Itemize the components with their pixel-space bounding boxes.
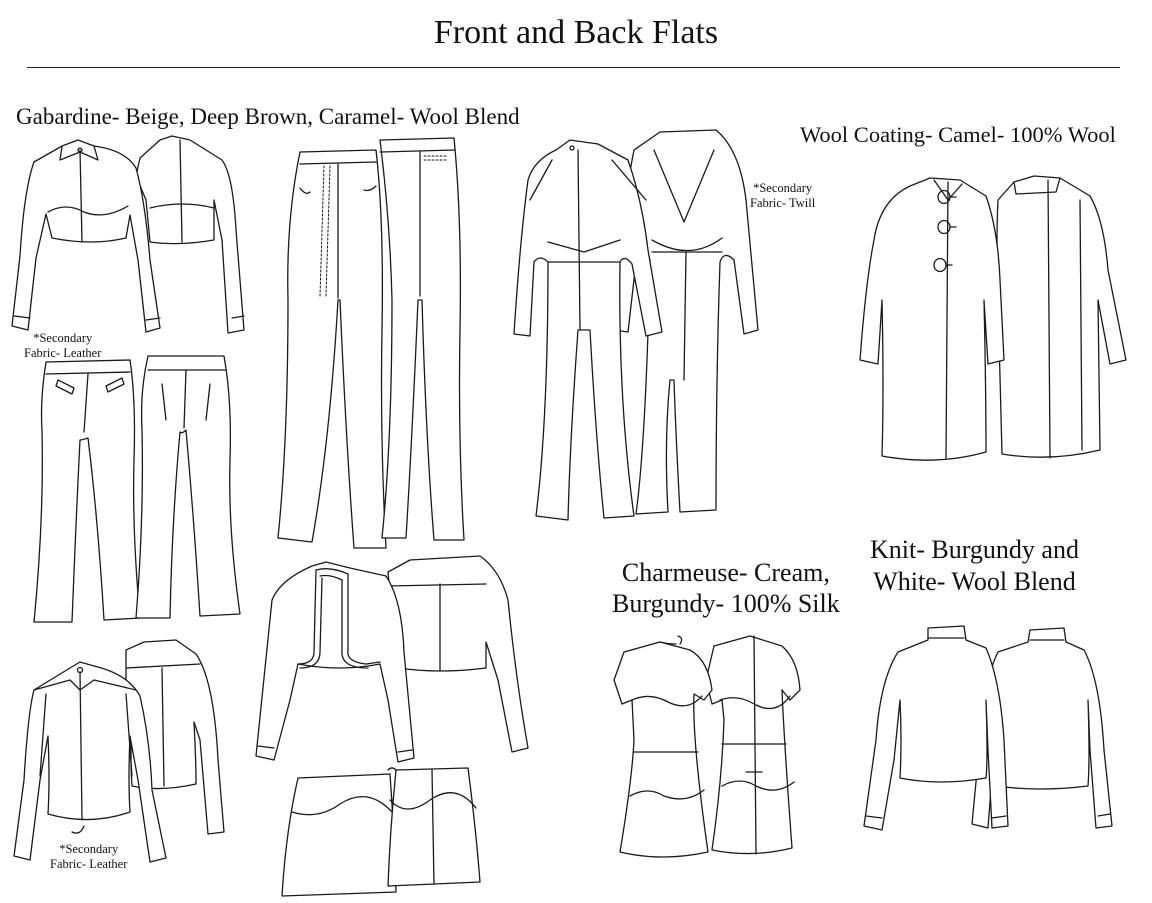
flat-coat-front [859, 177, 1005, 461]
title-divider [27, 67, 1120, 68]
fabric-label-line: Knit- Burgundy and [870, 535, 1079, 564]
note-line: *Secondary [59, 842, 119, 856]
flat-flare-pants-front [33, 359, 141, 623]
note-line: *Secondary [33, 331, 93, 345]
flat-coat-back [996, 175, 1127, 459]
note-line: *Secondary [753, 181, 813, 195]
flat-bolero-front [255, 561, 415, 763]
note-line: Fabric- Leather [24, 346, 102, 360]
page-title: Front and Back Flats [433, 14, 719, 51]
flat-mini-skirt-front [281, 767, 397, 897]
flat-wide-pants-back [379, 137, 465, 541]
fabric-label-wool-coating: Wool Coating- Camel- 100% Wool [800, 122, 1116, 147]
flat-dress-front [613, 635, 713, 858]
flat-mini-skirt-back [387, 767, 481, 887]
fabric-label-gabardine: Gabardine- Beige, Deep Brown, Caramel- W… [16, 104, 520, 129]
flat-jumpsuit-front [513, 139, 663, 521]
flat-wide-pants-front [277, 149, 387, 549]
note-line: Fabric- Leather [50, 857, 128, 871]
note-line: Fabric- Twill [750, 196, 816, 210]
fabric-label-line: Charmeuse- Cream, [621, 558, 830, 587]
note-secondary-leather-pants: *Secondary Fabric- Leather [24, 331, 101, 361]
flat-knit-front [863, 625, 1009, 831]
flat-cropped-jacket-back [135, 135, 245, 334]
fabric-label-charmeuse: Charmeuse- Cream, Burgundy- 100% Silk [612, 557, 840, 619]
flat-dress-back [705, 635, 801, 855]
fabric-label-line: White- Wool Blend [873, 567, 1076, 596]
flat-cropped-jacket-front [11, 139, 161, 333]
note-secondary-leather-jacket: *Secondary Fabric- Leather [50, 842, 127, 872]
flat-flare-pants-back [135, 355, 241, 619]
flat-bolero-back [387, 555, 529, 753]
fabric-label-knit: Knit- Burgundy and White- Wool Blend [870, 534, 1079, 598]
fabric-label-line: Burgundy- 100% Silk [612, 589, 840, 618]
flat-fitted-jacket-front [13, 661, 167, 863]
note-secondary-twill: *Secondary Fabric- Twill [750, 181, 815, 211]
